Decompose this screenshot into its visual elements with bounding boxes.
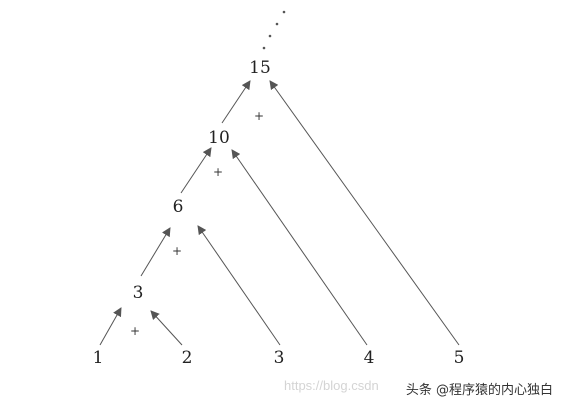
arrow-1-to-3	[99, 307, 122, 346]
sum-node-10: 10	[208, 128, 230, 148]
watermark-label: 头条 @程序猿的内心独白	[403, 379, 555, 398]
leaf-node-3: 3	[273, 348, 285, 368]
leaf-node-5: 5	[453, 348, 465, 368]
arrow-4-to-10	[231, 149, 368, 346]
arrow-10-to-15	[221, 80, 251, 124]
continuation-dot	[282, 10, 286, 14]
arrow-5-to-15	[269, 80, 460, 346]
sum-node-15: 15	[249, 58, 271, 78]
arrow-2-to-3	[150, 310, 183, 346]
arrow-3b-to-6	[197, 225, 281, 346]
plus-sign-3: +	[212, 165, 224, 179]
plus-sign-2: +	[171, 244, 183, 258]
plus-sign-4: +	[253, 109, 265, 123]
continuation-dot	[262, 46, 266, 50]
arrow-3-to-6	[140, 227, 171, 277]
arrow-6-to-10	[180, 147, 212, 194]
leaf-node-1: 1	[92, 348, 104, 368]
continuation-dots	[262, 10, 286, 50]
plus-sign-1: +	[129, 324, 141, 338]
sum-node-3: 3	[132, 283, 144, 303]
watermark-url: https://blog.csdn	[284, 378, 379, 393]
continuation-dot	[275, 22, 279, 26]
continuation-dot	[268, 34, 272, 38]
leaf-node-2: 2	[181, 348, 193, 368]
sum-node-6: 6	[172, 197, 184, 217]
leaf-node-4: 4	[363, 348, 375, 368]
